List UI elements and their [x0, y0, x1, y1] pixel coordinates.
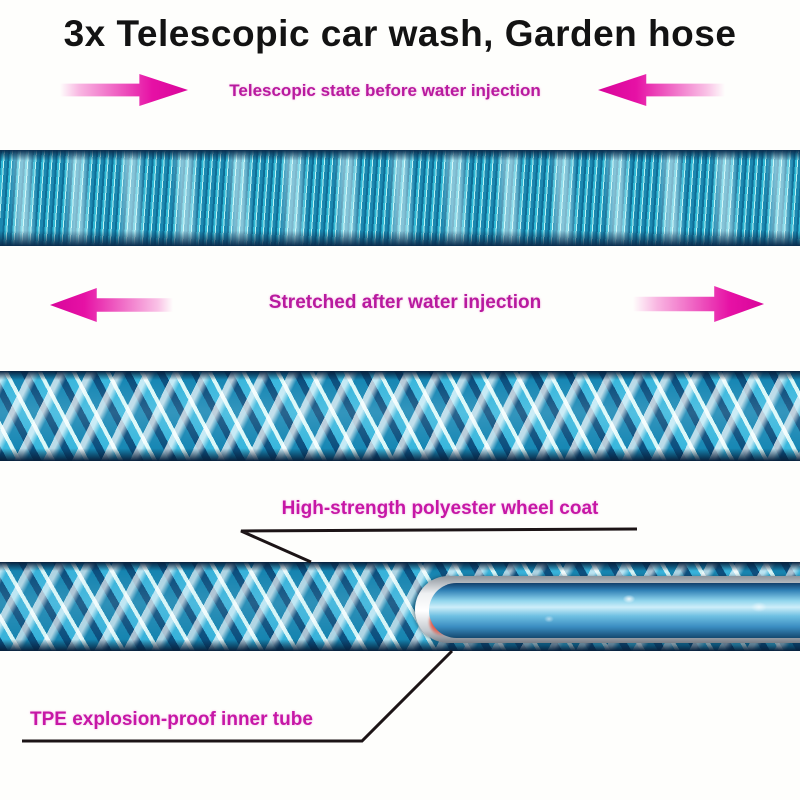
label-inner-tube: TPE explosion-proof inner tube [30, 709, 313, 730]
hose-stretched-image [0, 371, 800, 461]
arrow-left-icon [50, 288, 173, 322]
product-title: 3x Telescopic car wash, Garden hose [63, 13, 737, 54]
hose-telescoped-image [0, 150, 800, 246]
inner-tube [429, 583, 800, 638]
caption-before-injection: Telescopic state before water injection [229, 81, 541, 100]
caption-after-injection: Stretched after water injection [268, 292, 542, 313]
arrow-left-icon [598, 74, 725, 106]
label-outer-coat: High-strength polyester wheel coat [281, 498, 599, 519]
arrow-right-icon [633, 286, 764, 322]
arrow-right-icon [60, 74, 188, 106]
